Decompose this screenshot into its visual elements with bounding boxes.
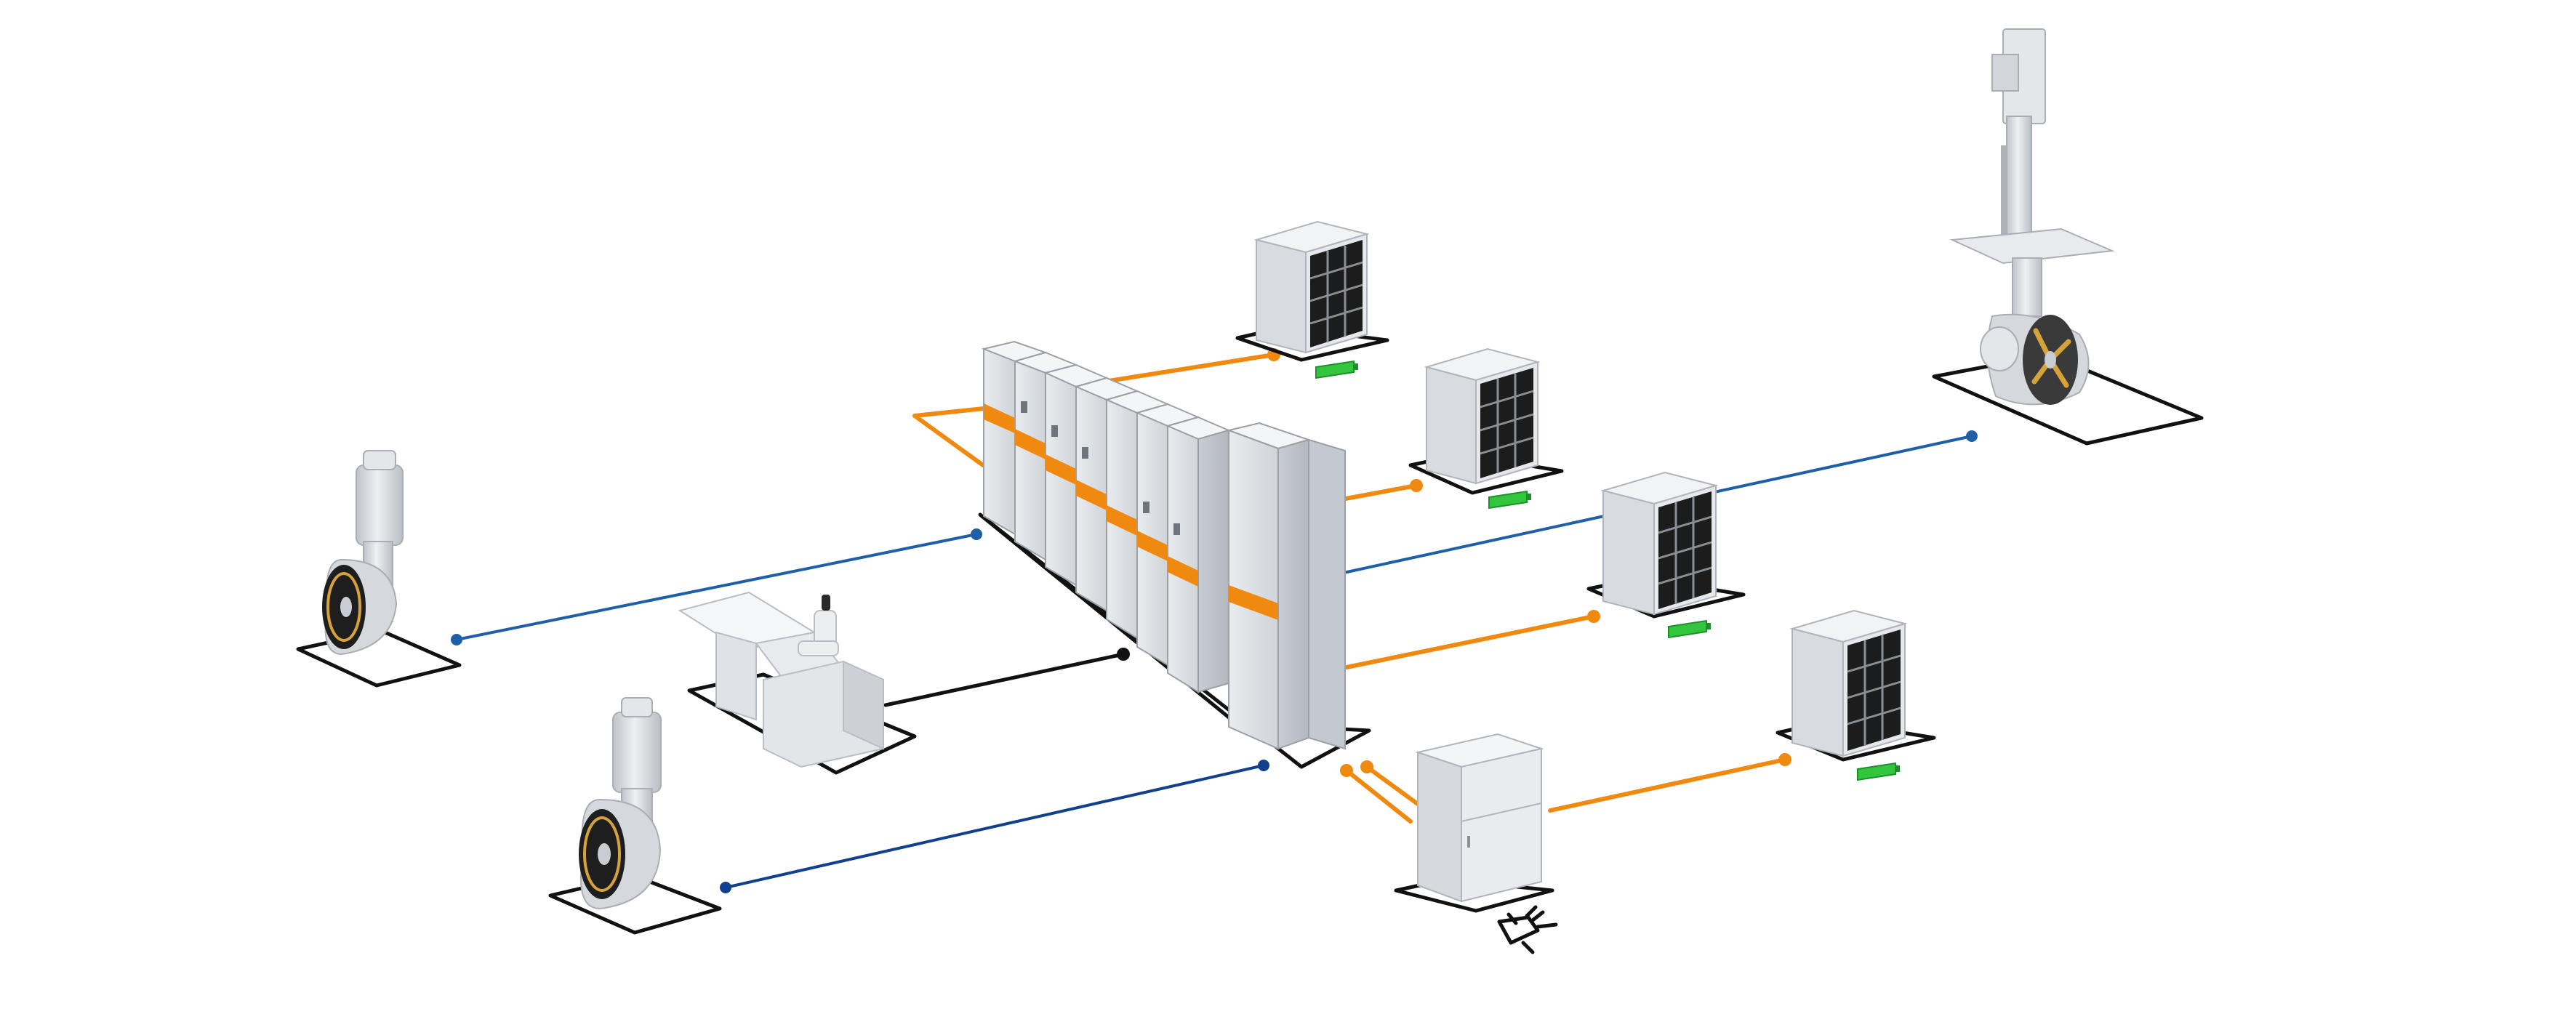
thruster-propeller-blades xyxy=(2031,328,2071,388)
power-endpoint xyxy=(1340,764,1353,777)
power-line-switchboard-battery-1 xyxy=(1088,353,1276,386)
cabinet-side xyxy=(1197,429,1229,693)
thruster-mounting-plate xyxy=(1949,228,2115,265)
battery-racks xyxy=(1253,220,1908,781)
cabinet-side xyxy=(1277,438,1309,750)
console-left-panel xyxy=(715,631,757,721)
power-line-shore-switchboard-a xyxy=(1344,768,1413,824)
power-plug-icon xyxy=(1497,905,1558,954)
cabinet-orange-band xyxy=(1046,454,1076,485)
switchboard-cabinets xyxy=(981,340,1346,750)
rack-cell-dividers xyxy=(1658,497,1712,604)
battery-charge-icon xyxy=(1857,762,1900,781)
switchboard-cabinet xyxy=(1226,422,1312,750)
data-endpoint xyxy=(720,882,731,893)
rack-side xyxy=(1426,366,1477,485)
cabinet-orange-band xyxy=(1076,480,1107,510)
cabinet-indicator xyxy=(1143,502,1149,513)
thruster-motor-housing xyxy=(612,712,662,793)
battery-rack-2 xyxy=(1424,347,1541,510)
control-console xyxy=(678,591,884,768)
battery-charge-icon xyxy=(1315,360,1358,379)
retractable-thruster-icon xyxy=(1949,28,2115,406)
cabinet-front xyxy=(1461,747,1542,903)
power-line-shore-battery-4 xyxy=(1548,757,1787,813)
power-endpoint xyxy=(1778,753,1791,766)
data-endpoint xyxy=(451,634,462,645)
rack-cell-dividers xyxy=(1480,374,1534,473)
thruster-hub xyxy=(2045,351,2056,369)
connections xyxy=(451,348,1978,893)
power-endpoint xyxy=(1410,479,1423,492)
thruster-nose xyxy=(1980,326,2019,371)
thruster-duct-ring xyxy=(583,816,621,892)
retractable-thruster xyxy=(1949,28,2115,406)
battery-charge-icon xyxy=(1668,619,1711,639)
thruster-motor-cap xyxy=(621,697,653,717)
data-line-endpoints xyxy=(451,430,1978,893)
cabinet-indicator xyxy=(1021,401,1027,413)
cabinet-orange-band xyxy=(1137,531,1168,561)
data-endpoint xyxy=(971,528,982,540)
thruster-motor-cap xyxy=(363,450,396,470)
cabinet-latch xyxy=(1467,836,1470,848)
thruster-hub xyxy=(340,597,352,617)
thruster-duct-ring xyxy=(326,572,361,642)
thruster-hub xyxy=(598,843,611,865)
azimuth-thruster-icon xyxy=(579,697,662,910)
azimuth-thruster-upper xyxy=(322,450,404,656)
data-endpoint xyxy=(1258,760,1269,771)
cabinet-indicator xyxy=(1051,425,1058,437)
rack-side xyxy=(1791,627,1844,757)
console-body-side xyxy=(843,660,884,750)
rack-side xyxy=(1602,489,1655,616)
cabinet-door-seam xyxy=(1461,802,1542,822)
cabinet-front xyxy=(983,347,1016,536)
thruster-top-plate xyxy=(1991,54,2019,92)
operator-chair-icon xyxy=(798,595,839,656)
data-line-switchboard-azimuth-upper xyxy=(455,533,978,641)
power-endpoint xyxy=(1587,610,1600,623)
shore-charging-cabinet xyxy=(1415,733,1558,954)
cabinet-front xyxy=(1014,360,1046,561)
control-line-switchboard-console xyxy=(883,652,1126,707)
cabinet-orange-band xyxy=(1168,556,1198,587)
rack-side xyxy=(1256,238,1307,354)
power-line-switchboard-battery-3 xyxy=(1344,614,1596,669)
power-line-shore-switchboard-b xyxy=(1365,765,1426,810)
battery-rack-4 xyxy=(1789,609,1908,781)
rack-cell-dividers xyxy=(1847,635,1901,746)
cabinet-orange-band xyxy=(1229,585,1278,620)
azimuth-thruster-lower xyxy=(579,697,662,910)
battery-rack-3 xyxy=(1600,471,1719,639)
battery-charge-icon xyxy=(1488,490,1531,510)
cabinet-side xyxy=(1417,751,1462,903)
power-line-endpoints xyxy=(1267,348,1791,777)
switchboard-end-panel xyxy=(1308,438,1346,750)
switchboard xyxy=(981,340,1346,750)
cabinet-indicator xyxy=(1173,523,1180,535)
thruster-shaft xyxy=(2012,257,2042,317)
data-endpoint xyxy=(1966,430,1978,442)
cabinet-orange-band xyxy=(1107,505,1137,536)
cabinet-indicator xyxy=(1082,447,1088,459)
thruster-motor-housing xyxy=(356,464,404,546)
thruster-lift-rod xyxy=(2006,116,2032,248)
cabinet-orange-band xyxy=(1015,429,1046,459)
rack-cell-dividers xyxy=(1309,246,1363,342)
data-line-switchboard-azimuth-lower xyxy=(724,764,1265,889)
power-line-switchboard-left-stub xyxy=(912,406,986,467)
control-endpoint xyxy=(1117,648,1130,661)
battery-rack-1 xyxy=(1253,220,1370,379)
switchboard-cabinet xyxy=(1165,416,1231,693)
thruster-guide-rail xyxy=(2001,145,2007,254)
cabinet-orange-band xyxy=(984,403,1015,433)
azimuth-thruster-icon xyxy=(322,450,404,656)
power-endpoint xyxy=(1360,760,1373,773)
